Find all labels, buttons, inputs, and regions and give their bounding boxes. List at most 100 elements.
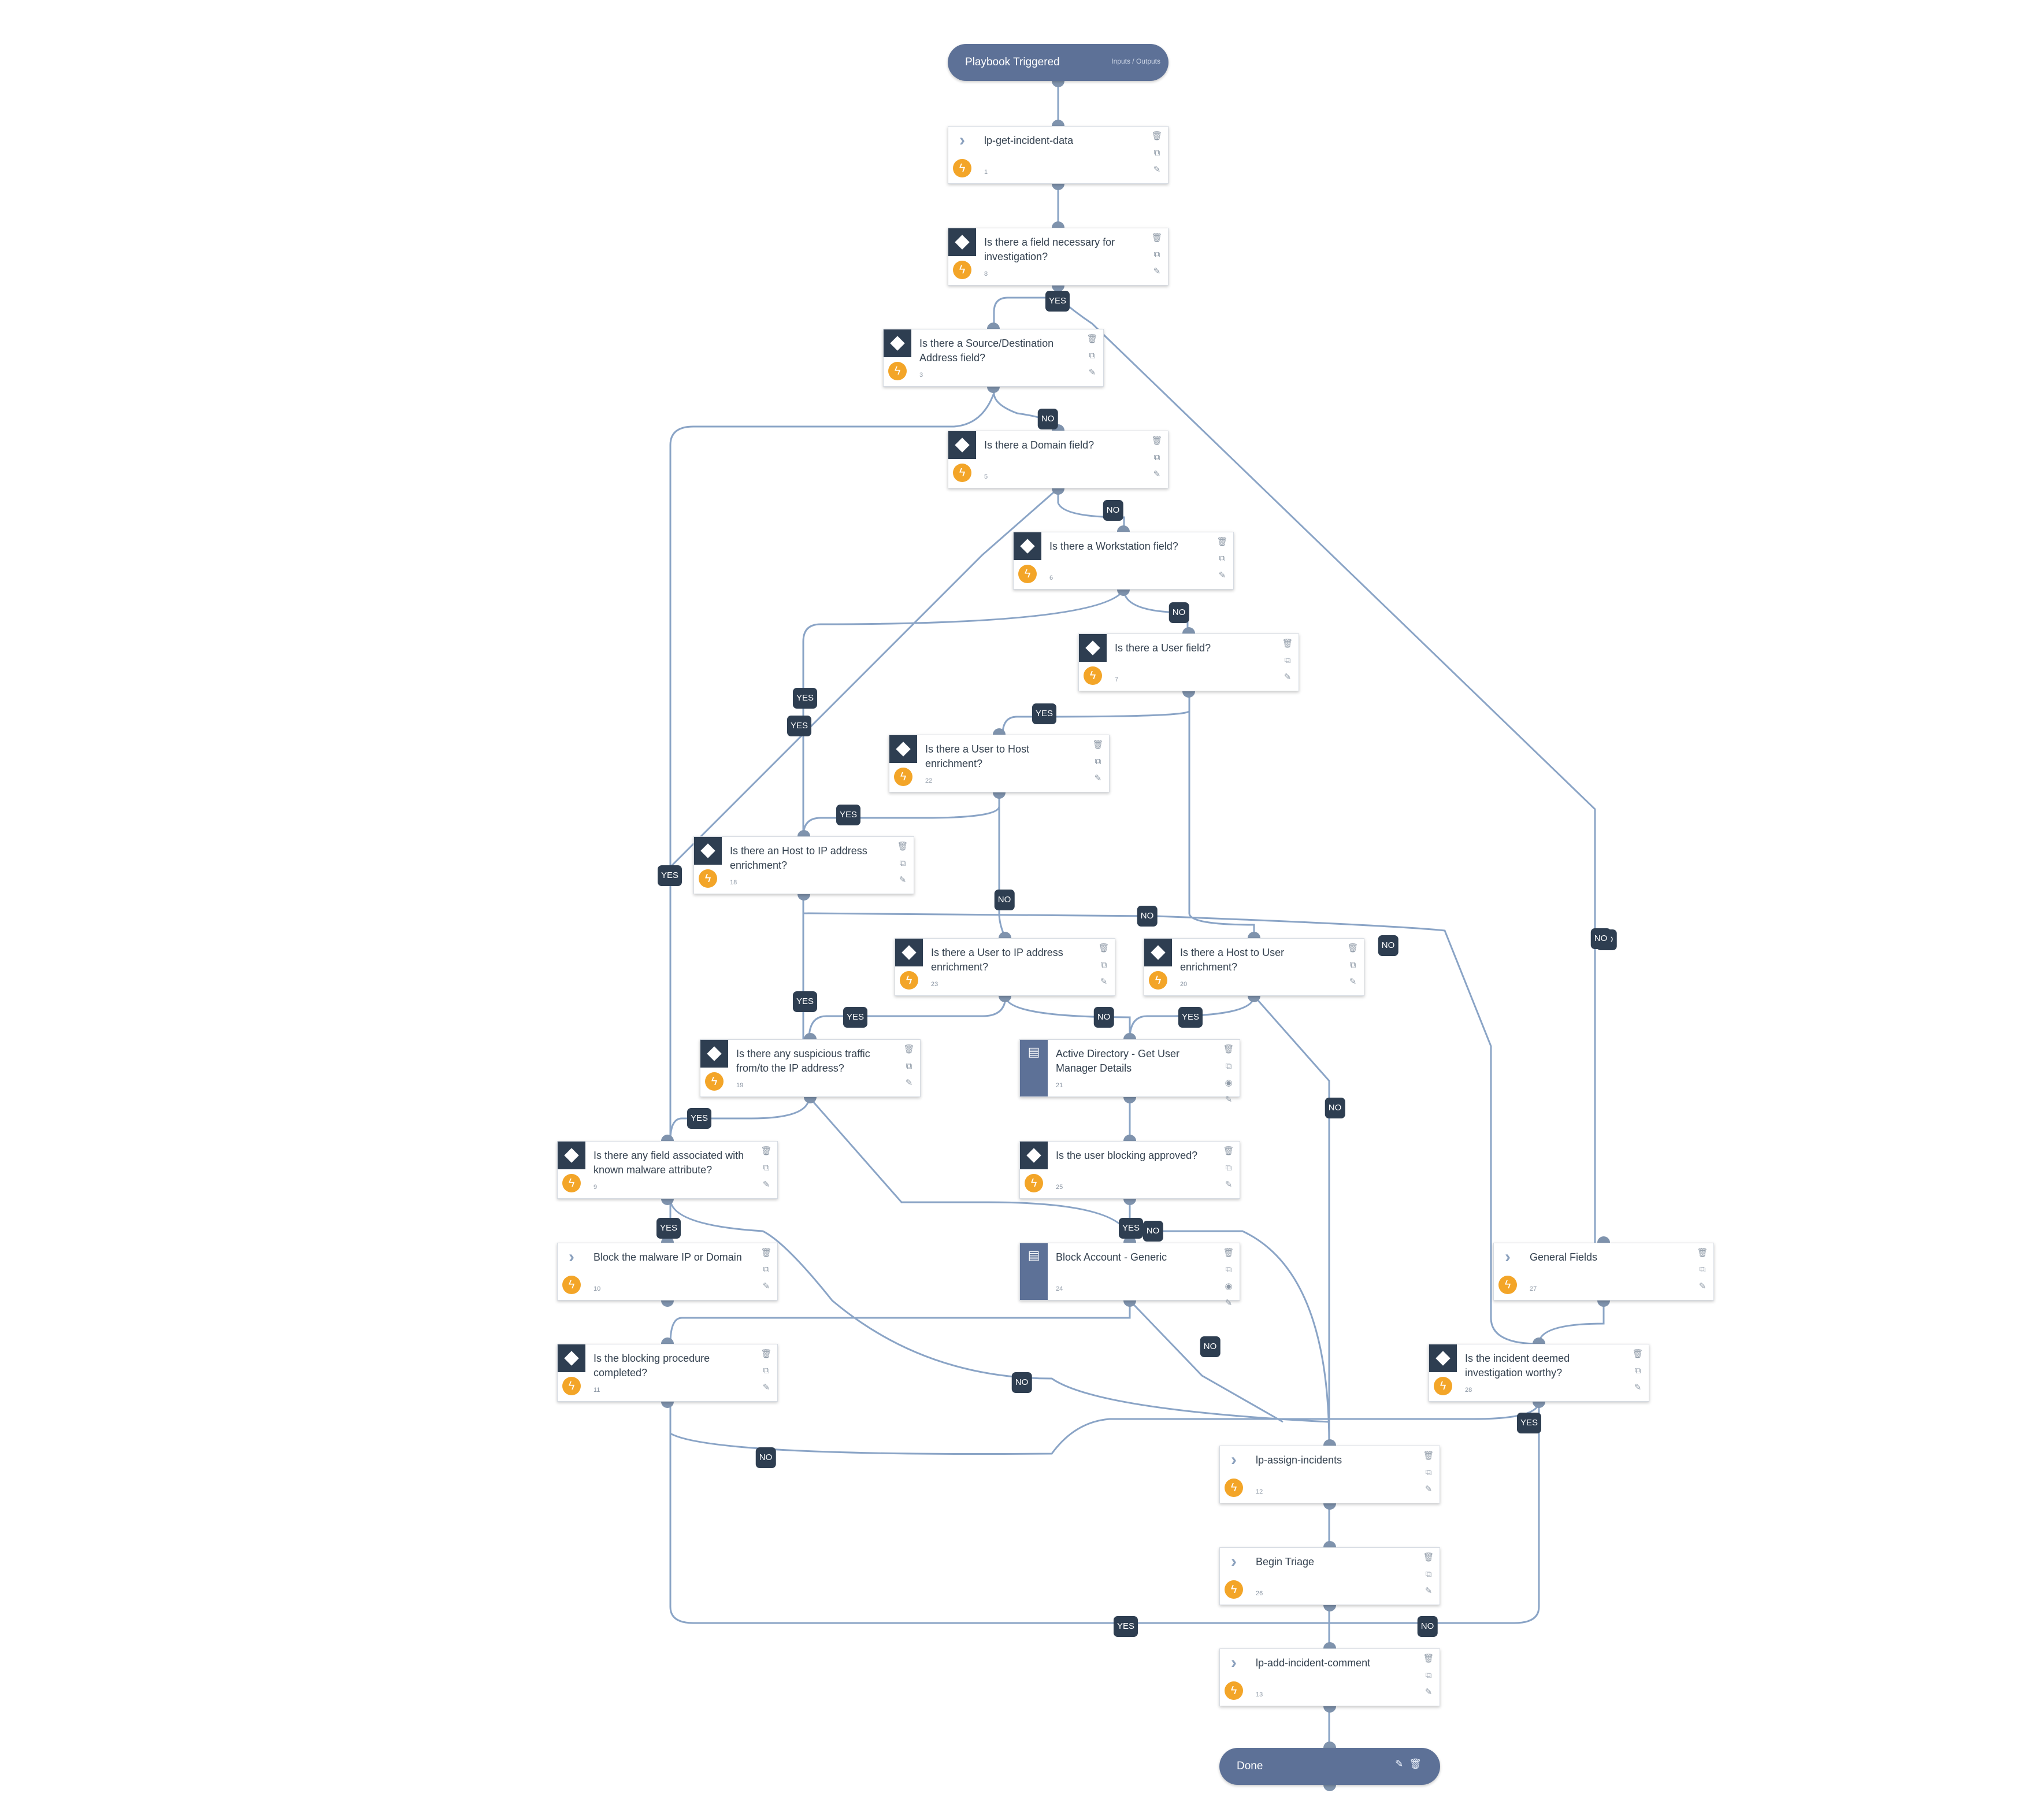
branch-label: NO	[1168, 602, 1189, 623]
edit-icon[interactable]: ✎	[762, 1281, 770, 1291]
edit-icon[interactable]: ✎	[899, 875, 907, 885]
trash-icon[interactable]: 🗑	[761, 1248, 772, 1258]
edit-icon[interactable]: ✎	[1225, 1298, 1233, 1308]
inputs-outputs-link[interactable]: Inputs / Outputs	[1111, 57, 1160, 65]
eye-icon[interactable]: ◉	[1225, 1078, 1233, 1088]
copy-icon[interactable]: ⧉	[1225, 1061, 1232, 1071]
copy-icon[interactable]: ⧉	[1634, 1366, 1641, 1376]
edit-icon[interactable]: ✎	[1218, 570, 1226, 580]
trash-icon[interactable]: 🗑	[897, 842, 908, 851]
edit-icon[interactable]: ✎	[1425, 1687, 1433, 1697]
edit-icon[interactable]: ✎	[762, 1383, 770, 1392]
trash-icon[interactable]: 🗑	[1151, 436, 1163, 446]
trash-icon[interactable]: 🗑	[1423, 1654, 1434, 1663]
edit-icon[interactable]: ✎	[1225, 1180, 1233, 1190]
trash-icon[interactable]: 🗑	[1098, 943, 1110, 953]
copy-icon[interactable]: ⧉	[1153, 148, 1160, 158]
trash-icon[interactable]: 🗑	[1092, 740, 1104, 750]
edit-icon[interactable]: ✎	[1425, 1484, 1433, 1494]
copy-icon[interactable]: ⧉	[899, 858, 906, 868]
edit-icon[interactable]: ✎	[1698, 1281, 1707, 1291]
trash-icon[interactable]: 🗑	[903, 1044, 915, 1054]
trash-icon[interactable]: 🗑	[1632, 1349, 1644, 1359]
copy-icon[interactable]: ⧉	[1349, 960, 1356, 970]
trash-icon[interactable]: 🗑	[1151, 233, 1163, 243]
task-node-21[interactable]: ▤Active Directory - Get User Manager Det…	[1019, 1039, 1240, 1105]
trash-icon[interactable]: 🗑	[1223, 1044, 1234, 1054]
copy-icon[interactable]: ⧉	[1425, 1569, 1432, 1579]
copy-icon[interactable]: ⧉	[763, 1366, 770, 1376]
copy-icon[interactable]: ⧉	[1089, 351, 1096, 361]
trash-icon[interactable]: 🗑	[1282, 639, 1293, 649]
trash-icon[interactable]: 🗑	[1223, 1146, 1234, 1156]
edit-icon[interactable]: ✎	[1634, 1383, 1642, 1392]
trash-icon[interactable]: 🗑	[1151, 131, 1163, 141]
copy-icon[interactable]: ⧉	[1225, 1265, 1232, 1274]
branch-label: YES	[1045, 291, 1070, 312]
copy-icon[interactable]: ⧉	[906, 1061, 912, 1071]
copy-icon[interactable]: ⧉	[1425, 1468, 1432, 1477]
edit-icon[interactable]: ✎	[1425, 1586, 1433, 1596]
edit-icon[interactable]: ✎	[762, 1180, 770, 1190]
trash-icon[interactable]: 🗑	[1423, 1553, 1434, 1562]
copy-icon[interactable]: ⧉	[763, 1163, 770, 1173]
copy-icon[interactable]: ⧉	[1153, 250, 1160, 260]
copy-icon[interactable]: ⧉	[1699, 1265, 1706, 1274]
flow-edge	[669, 1402, 1330, 1648]
copy-icon[interactable]: ⧉	[1425, 1670, 1432, 1680]
trash-icon[interactable]: 🗑	[1423, 1451, 1434, 1461]
trash-icon[interactable]: 🗑	[1697, 1248, 1708, 1258]
edit-icon[interactable]: ✎	[1088, 368, 1096, 377]
copy-icon[interactable]: ⧉	[1284, 655, 1291, 665]
edit-icon[interactable]: ✎	[1225, 1095, 1233, 1105]
copy-icon[interactable]: ⧉	[1153, 453, 1160, 462]
edit-icon[interactable]: ✎	[1153, 266, 1161, 276]
edit-icon[interactable]: ✎	[1094, 773, 1102, 783]
copy-icon[interactable]: ⧉	[1219, 554, 1226, 564]
trash-icon[interactable]: 🗑	[1223, 1248, 1234, 1258]
task-name: Active Directory - Get User Manager Deta…	[1056, 1048, 1180, 1074]
trash-icon[interactable]: 🗑	[761, 1349, 772, 1359]
trash-icon[interactable]: 🗑	[1347, 943, 1359, 953]
trash-icon[interactable]: 🗑	[1086, 334, 1098, 344]
edit-icon[interactable]: ✎	[1349, 977, 1357, 987]
edit-icon[interactable]: ✎	[1100, 977, 1108, 987]
edit-icon[interactable]: ✎	[1153, 165, 1161, 175]
copy-icon[interactable]: ⧉	[763, 1265, 770, 1274]
trash-icon[interactable]: 🗑	[1409, 1758, 1427, 1769]
playbook-start-node[interactable]: Playbook Triggered Inputs / Outputs	[948, 44, 1168, 81]
playbook-done-node[interactable]: Done ✎🗑	[1219, 1748, 1440, 1785]
copy-icon[interactable]: ⧉	[1095, 757, 1101, 766]
trash-icon[interactable]: 🗑	[761, 1146, 772, 1156]
copy-icon[interactable]: ⧉	[1100, 960, 1107, 970]
edit-icon[interactable]: ✎	[1395, 1758, 1409, 1769]
edit-icon[interactable]: ✎	[1283, 672, 1292, 682]
copy-icon[interactable]: ⧉	[1225, 1163, 1232, 1173]
trash-icon[interactable]: 🗑	[1216, 537, 1228, 547]
flow-edge	[669, 487, 1059, 1141]
edit-icon[interactable]: ✎	[905, 1078, 913, 1088]
edit-icon[interactable]: ✎	[1153, 469, 1161, 479]
eye-icon[interactable]: ◉	[1225, 1281, 1233, 1291]
